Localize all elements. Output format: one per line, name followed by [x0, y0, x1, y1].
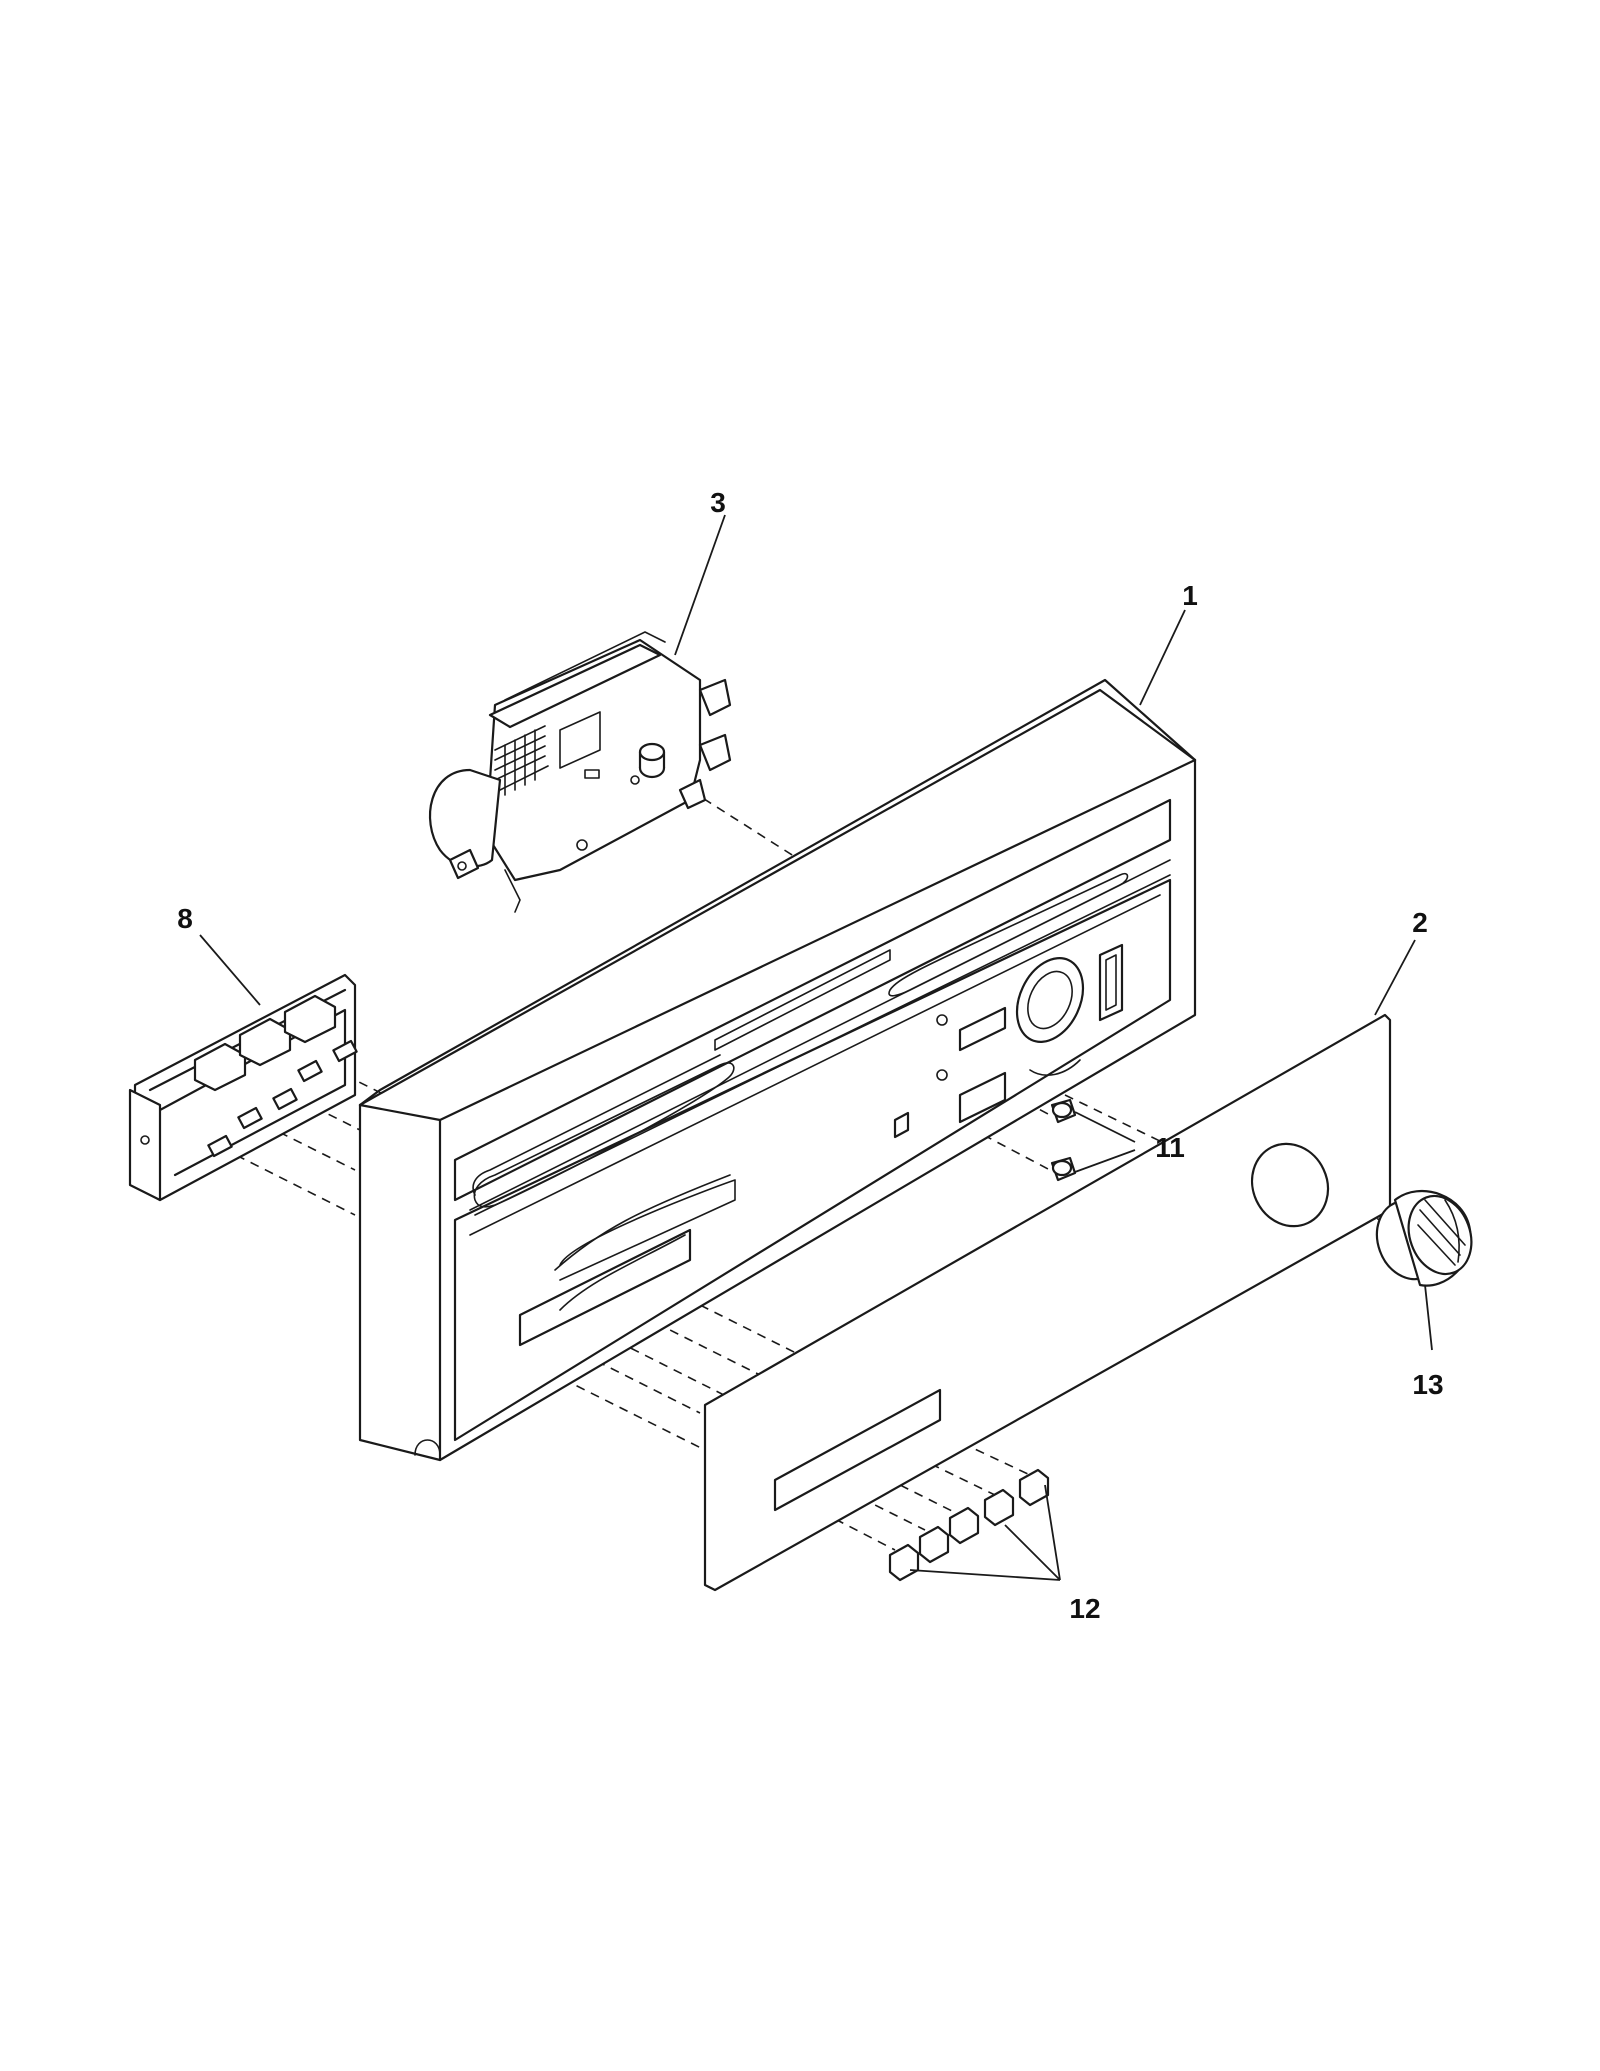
knob-illustration [1375, 1190, 1473, 1287]
push-buttons-illustration [888, 1468, 1050, 1582]
part-label-8: 8 [177, 903, 193, 934]
part-label-11: 11 [1155, 1132, 1185, 1163]
part-number-labels: 3 1 8 2 11 13 12 [177, 487, 1443, 1624]
part-label-12: 12 [1069, 1593, 1100, 1624]
part-label-13: 13 [1412, 1369, 1443, 1400]
part-label-3: 3 [710, 487, 726, 518]
push-button-switch-illustration [128, 973, 358, 1202]
console-panel-illustration [358, 678, 1197, 1462]
timer-illustration [428, 631, 732, 913]
timer-contacts [494, 725, 549, 796]
part-label-1: 1 [1182, 580, 1198, 611]
switch-pins [207, 1039, 358, 1158]
screws-illustration [1050, 1098, 1077, 1182]
leader-lines [199, 514, 1433, 1581]
part-label-2: 2 [1412, 907, 1428, 938]
